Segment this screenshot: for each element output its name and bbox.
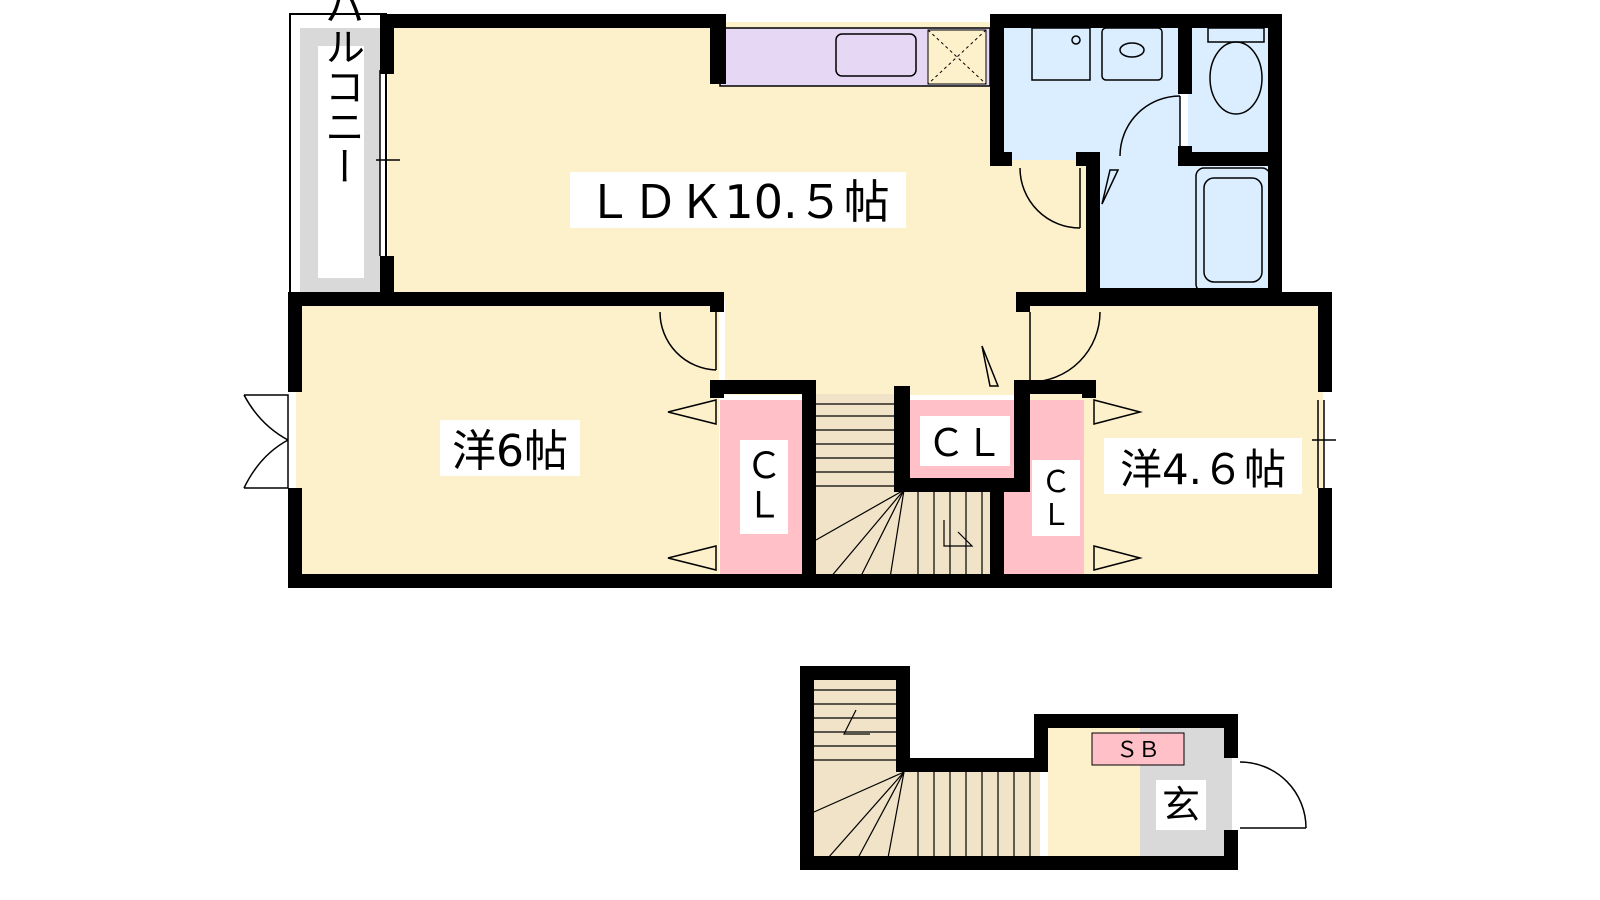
closet-door-b1 (1093, 399, 1143, 425)
closet-label-line: Ｃ (1041, 465, 1071, 500)
label-balcony: バルコニー (318, 0, 364, 186)
bathroom-floor (1090, 160, 1276, 300)
closet-door-d (1101, 169, 1120, 205)
walls (288, 14, 1332, 870)
door-western-a (659, 311, 717, 371)
closet-label-line: Ｌ (746, 486, 782, 527)
stairs-lower-floor (812, 678, 904, 860)
windows (376, 70, 1336, 488)
stairs-upper-floor-b (904, 490, 994, 578)
closet-door-a1 (667, 399, 717, 425)
closet-label-line: Ｃ (746, 446, 782, 487)
floor-fills (289, 13, 1323, 860)
sink (835, 33, 917, 77)
stairs-lower-floor-b (904, 770, 1040, 860)
label-ldk: ＬＤＫ10.５帖 (586, 175, 889, 229)
door-ldk-wet (1019, 167, 1081, 229)
label-western-b: 洋4.６帖 (1120, 445, 1286, 494)
label-closet-right: ＣＬ (1041, 465, 1071, 533)
door-balcony-b (243, 439, 289, 489)
label-entrance: 玄 (1162, 783, 1200, 827)
closet-door-b2 (1093, 545, 1143, 571)
kitchen-counter (719, 27, 991, 87)
label-shoe-box: ＳＢ (1116, 738, 1160, 763)
label-western-a: 洋6帖 (452, 426, 568, 477)
closet-door-a2 (667, 545, 717, 571)
stairs-lower (813, 689, 1031, 859)
label-closet-center: ＣＬ (927, 421, 1003, 465)
closet-label-line: Ｌ (1041, 498, 1071, 533)
label-closet-left: ＣＬ (746, 446, 782, 527)
door-balcony-a (243, 394, 289, 441)
toilet-floor (1188, 22, 1276, 160)
closet-door-c (981, 345, 1000, 387)
door-entrance (1239, 761, 1307, 829)
stairs-upper (815, 403, 983, 579)
shoe-box (1091, 732, 1185, 766)
labels: バルコニー ＬＤＫ10.５帖 洋6帖 洋4.６帖 ＣＬ ＣＬ ＣＬ ＳＢ 玄 (318, 0, 1302, 830)
